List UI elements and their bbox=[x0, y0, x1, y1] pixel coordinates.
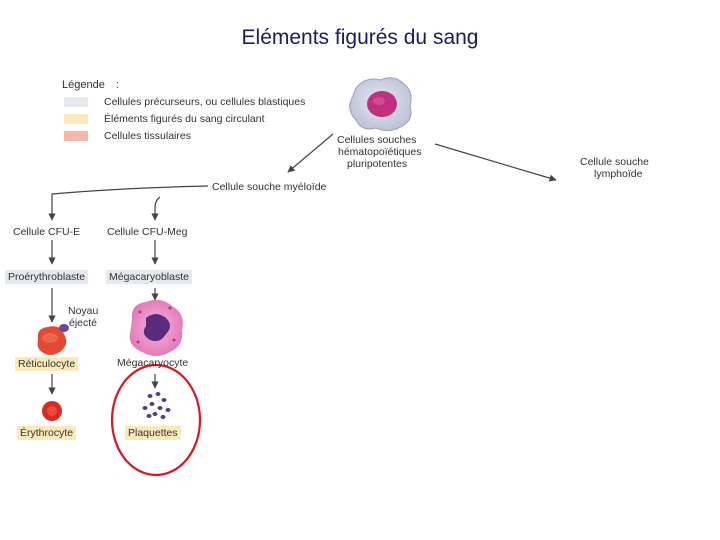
ejected-nucleus-label-line1: Noyau bbox=[68, 305, 99, 317]
legend-swatch-circulating bbox=[64, 114, 88, 124]
myeloid-label: Cellule souche myéloïde bbox=[212, 181, 327, 193]
lymphoid-label-line1: Cellule souche bbox=[580, 156, 649, 168]
legend-swatch-precursor bbox=[64, 97, 88, 107]
megakaryocyte-icon bbox=[129, 299, 183, 356]
arrow-stem-to-myeloid bbox=[287, 133, 334, 173]
stem-cell-icon bbox=[349, 77, 412, 132]
lymphoid-label-line2: lymphoïde bbox=[594, 168, 643, 180]
erythrocyte-label: Érythrocyte bbox=[17, 426, 77, 440]
proerythroblast-label: Proérythroblaste bbox=[5, 270, 89, 284]
arrow-stem-to-lymphoid bbox=[434, 143, 557, 182]
cfu-e-label: Cellule CFU-E bbox=[13, 226, 81, 238]
reticulocyte-label: Réticulocyte bbox=[15, 357, 79, 371]
highlight-circle bbox=[110, 363, 202, 477]
megakaryocyte-label: Mégacaryocyte bbox=[117, 357, 189, 369]
legend-title: Légende : bbox=[62, 79, 119, 91]
legend-title-colon: : bbox=[115, 79, 119, 91]
reticulocyte-icon bbox=[37, 326, 67, 355]
branch-myeloid bbox=[48, 185, 209, 221]
stem-cell-label-line1: Cellules souches bbox=[337, 134, 417, 146]
ejected-nucleus-icon bbox=[59, 324, 69, 332]
legend-title-text: Légende bbox=[62, 79, 105, 91]
platelets-label: Plaquettes bbox=[125, 426, 181, 440]
legend-swatch-tissue bbox=[64, 131, 88, 141]
legend-item-precursor: Cellules précurseurs, ou cellules blasti… bbox=[104, 96, 306, 108]
legend-item-circulating: Éléments figurés du sang circulant bbox=[104, 113, 265, 125]
cfu-meg-label: Cellule CFU-Meg bbox=[107, 226, 188, 238]
stem-cell-label-line3: pluripotentes bbox=[347, 158, 408, 170]
ejected-nucleus-label-line2: éjecté bbox=[69, 317, 98, 329]
megakaryoblast-label: Mégacaryoblaste bbox=[106, 270, 192, 284]
platelets-icon bbox=[142, 392, 171, 419]
slide-title: Eléments figurés du sang bbox=[241, 26, 479, 49]
legend-item-tissue: Cellules tissulaires bbox=[104, 130, 191, 142]
erythrocyte-icon bbox=[42, 401, 62, 421]
branch-myeloid-meg bbox=[151, 196, 161, 221]
stem-cell-label-line2: hématopoïétiques bbox=[338, 146, 422, 158]
